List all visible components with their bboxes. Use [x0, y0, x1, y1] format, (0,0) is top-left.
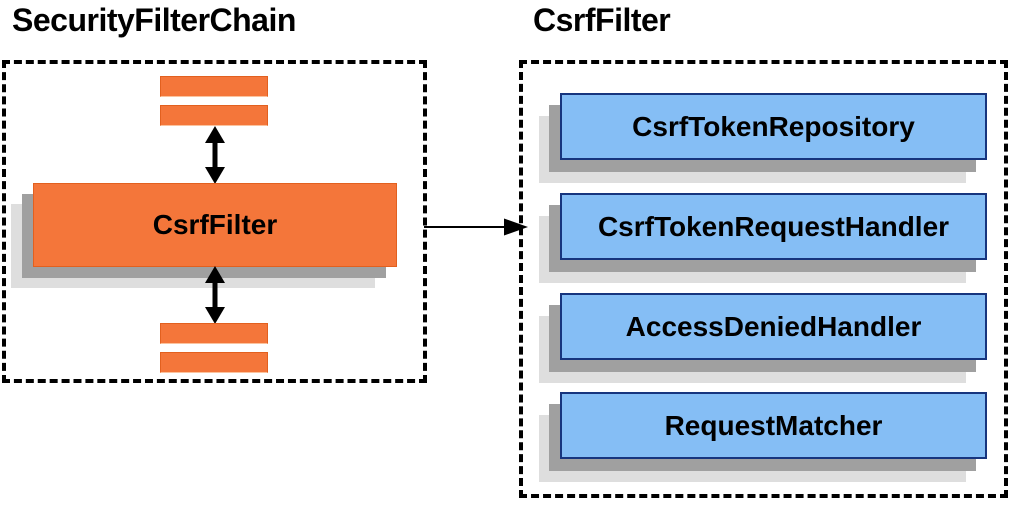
filter-placeholder-bar [160, 76, 268, 97]
security-filter-chain-panel [2, 60, 427, 383]
arrow-right-icon [424, 218, 528, 236]
csrf-filter-box-label: CsrfFilter [152, 209, 278, 240]
csrf-filter-panel [519, 60, 1008, 498]
filter-placeholder-bar [160, 352, 268, 373]
component-box-csrf-token-repository: CsrfTokenRepository [560, 93, 987, 160]
component-box-csrf-token-request-handler: CsrfTokenRequestHandler [560, 193, 987, 260]
component-box-request-matcher: RequestMatcher [560, 392, 987, 459]
filter-placeholder-bar [160, 323, 268, 344]
component-label: CsrfTokenRequestHandler [597, 210, 950, 242]
component-label: CsrfTokenRepository [632, 110, 915, 142]
filter-placeholder-bar [160, 105, 268, 126]
security-filter-chain-title: SecurityFilterChain [12, 2, 296, 38]
csrf-filter-title: CsrfFilter [533, 2, 671, 38]
component-label: RequestMatcher [664, 409, 883, 441]
component-label: AccessDeniedHandler [625, 310, 922, 342]
double-arrow-icon [205, 126, 225, 184]
csrf-filter-box: CsrfFilter [33, 183, 397, 267]
double-arrow-icon [205, 266, 225, 324]
component-box-access-denied-handler: AccessDeniedHandler [560, 293, 987, 360]
